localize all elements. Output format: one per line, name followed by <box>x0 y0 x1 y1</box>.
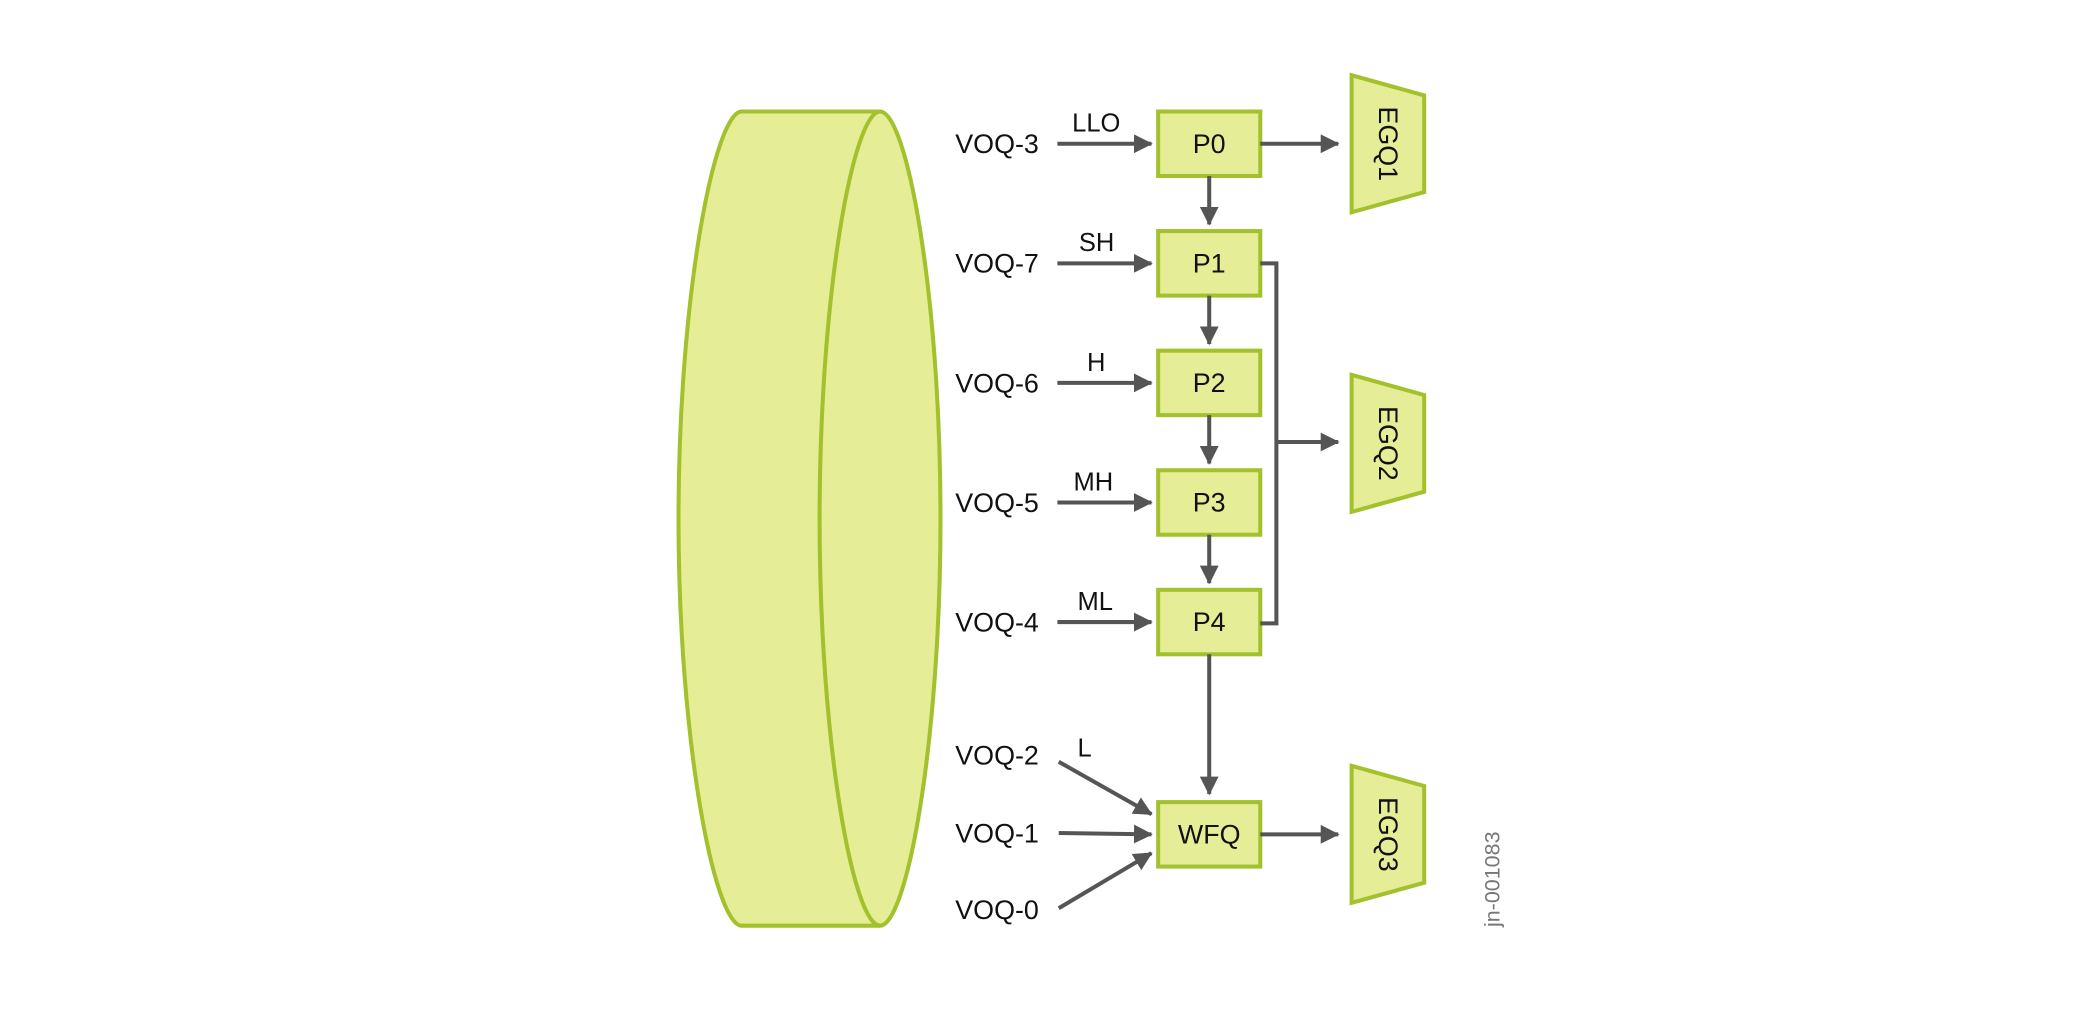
voq-label: VOQ-5 <box>955 488 1039 518</box>
arrow-voq2-wfq <box>1057 760 1153 816</box>
class-label: SH <box>1079 229 1114 257</box>
class-label: LLO <box>1072 110 1120 138</box>
scheduler-p2: P2 <box>1156 348 1263 418</box>
scheduler-p4: P4 <box>1156 587 1263 657</box>
voq-label: VOQ-4 <box>955 607 1039 637</box>
class-label: MH <box>1074 468 1114 496</box>
egress-queue-egq1: EGQ1 <box>1349 72 1427 215</box>
voq-label: VOQ-1 <box>955 818 1039 848</box>
class-label: ML <box>1078 588 1113 616</box>
cylinder-body <box>676 109 943 928</box>
egq-label: EGQ3 <box>1373 797 1403 872</box>
egq-label: EGQ2 <box>1373 406 1403 481</box>
voq-row-3: VOQ-3 LLO <box>955 110 1153 159</box>
voq-row-0: VOQ-0 <box>955 851 1153 925</box>
class-label: L <box>1078 734 1092 762</box>
egq-shape <box>1349 372 1427 515</box>
voq-label: VOQ-6 <box>955 368 1039 398</box>
scheduler-p0: P0 <box>1156 109 1263 179</box>
cylinder-front-face <box>817 109 881 928</box>
scheduler-label: P1 <box>1193 248 1226 278</box>
scheduler-label: WFQ <box>1178 819 1241 849</box>
scheduler-label: P4 <box>1193 607 1226 637</box>
voq-row-6: VOQ-6 H <box>955 349 1153 398</box>
arrow-voq0-wfq <box>1057 851 1153 910</box>
scheduler-box <box>1156 587 1263 657</box>
egq-shape <box>1349 72 1427 215</box>
voq-row-2: VOQ-2 L <box>955 734 1153 816</box>
scheduler-box <box>1156 348 1263 418</box>
arrow-voq1-wfq <box>1058 824 1153 844</box>
scheduler-p3: P3 <box>1156 468 1263 537</box>
voq-label: VOQ-7 <box>955 249 1039 279</box>
egq-label: EGQ1 <box>1373 106 1403 181</box>
voq-row-1: VOQ-1 <box>955 818 1153 848</box>
voq-row-7: VOQ-7 SH <box>955 229 1153 279</box>
scheduler-label: P0 <box>1193 129 1226 159</box>
egress-queue-egq2: EGQ2 <box>1349 372 1427 515</box>
voq-label: VOQ-2 <box>955 740 1039 770</box>
scheduler-wfq: WFQ <box>1156 800 1263 869</box>
egress-queue-egq3: EGQ3 <box>1349 763 1427 906</box>
egq-shape <box>1349 763 1427 906</box>
voq-label: VOQ-0 <box>955 895 1039 925</box>
buffer-cylinder <box>676 109 943 928</box>
scheduler-p1: P1 <box>1156 229 1263 298</box>
scheduler-label: P3 <box>1193 487 1226 517</box>
figure-id: jn-001083 <box>1480 831 1504 928</box>
bracket-p1-p4 <box>1260 261 1279 626</box>
voq-row-4: VOQ-4 ML <box>955 588 1153 637</box>
voq-row-5: VOQ-5 MH <box>955 468 1153 518</box>
class-label: H <box>1087 349 1105 377</box>
voq-label: VOQ-3 <box>955 129 1039 159</box>
scheduler-label: P2 <box>1193 368 1226 398</box>
scheduler-box <box>1156 800 1263 869</box>
